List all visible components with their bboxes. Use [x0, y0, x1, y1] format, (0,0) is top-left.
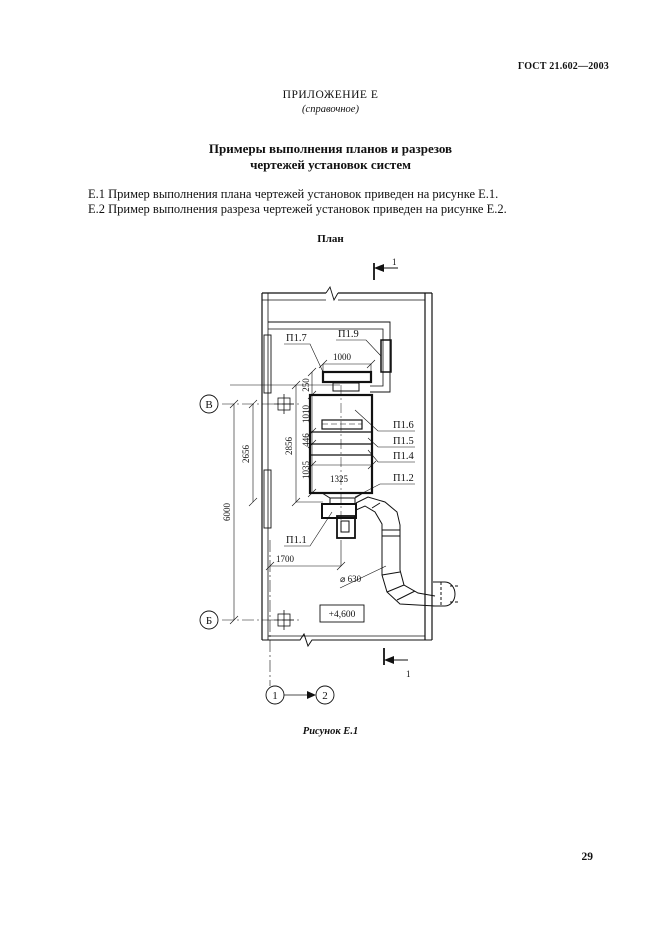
- dim-1035: 1035: [301, 461, 311, 480]
- label-p1-4: П1.4: [393, 451, 414, 462]
- ventilation-unit: [308, 370, 374, 539]
- section-number-top: 1: [392, 257, 397, 267]
- dim-446: 446: [301, 433, 311, 447]
- plan-title: План: [317, 233, 344, 245]
- paragraph-e2: Е.2 Пример выполнения разреза чертежей у…: [88, 202, 507, 216]
- heading-line-1: Примеры выполнения планов и разрезов: [208, 141, 453, 156]
- dim-1010: 1010: [301, 405, 311, 424]
- label-p1-2: П1.2: [393, 473, 414, 484]
- dim-1325: 1325: [330, 474, 349, 484]
- dim-1000: 1000: [333, 352, 352, 362]
- dim-2856: 2856: [284, 437, 294, 456]
- building-walls: [261, 285, 433, 648]
- leader-lines: [284, 339, 415, 589]
- figure-caption: Рисунок Е.1: [302, 726, 359, 737]
- label-p1-6: П1.6: [393, 420, 414, 431]
- label-p1-7: П1.7: [286, 333, 307, 344]
- dim-2656: 2656: [241, 445, 251, 464]
- axis-bubble-1: 1: [265, 685, 285, 705]
- axis-label-v: В: [205, 399, 212, 411]
- axis-bubble-v: В: [199, 394, 219, 414]
- appendix-subtitle: (справочное): [302, 104, 359, 115]
- axis-lines: [222, 384, 340, 686]
- dimension-lines: [229, 359, 377, 625]
- dim-1700: 1700: [276, 554, 295, 564]
- dim-250: 250: [301, 378, 311, 392]
- section-mark-bottom: 1: [383, 648, 411, 679]
- standard-number: ГОСТ 21.602—2003: [517, 61, 609, 72]
- axis-label-1: 1: [272, 690, 278, 702]
- axis-label-b: Б: [206, 615, 212, 627]
- section-mark-top: 1: [373, 257, 398, 280]
- section-heading: Примеры выполнения планов и разрезов чер…: [0, 141, 661, 173]
- axis-bubble-2: 2: [315, 685, 335, 705]
- appendix-title: ПРИЛОЖЕНИЕ Е: [282, 89, 379, 101]
- paragraph-e1: Е.1 Пример выполнения плана чертежей уст…: [88, 187, 499, 201]
- axis-arrow-icon: [307, 691, 316, 699]
- dim-diameter-630: ⌀ 630: [340, 574, 362, 584]
- dim-6000: 6000: [222, 503, 232, 522]
- elevation-mark: +4,600: [329, 610, 356, 620]
- air-duct: [355, 496, 458, 607]
- section-number-bottom: 1: [406, 669, 411, 679]
- label-p1-9: П1.9: [338, 329, 359, 340]
- label-p1-1: П1.1: [286, 535, 307, 546]
- heading-line-2: чертежей установок систем: [250, 157, 411, 172]
- axis-bubble-b: Б: [199, 610, 219, 630]
- axis-label-2: 2: [322, 690, 328, 702]
- label-p1-5: П1.5: [393, 436, 414, 447]
- page-number: 29: [581, 851, 594, 863]
- elevation-box: [319, 604, 365, 623]
